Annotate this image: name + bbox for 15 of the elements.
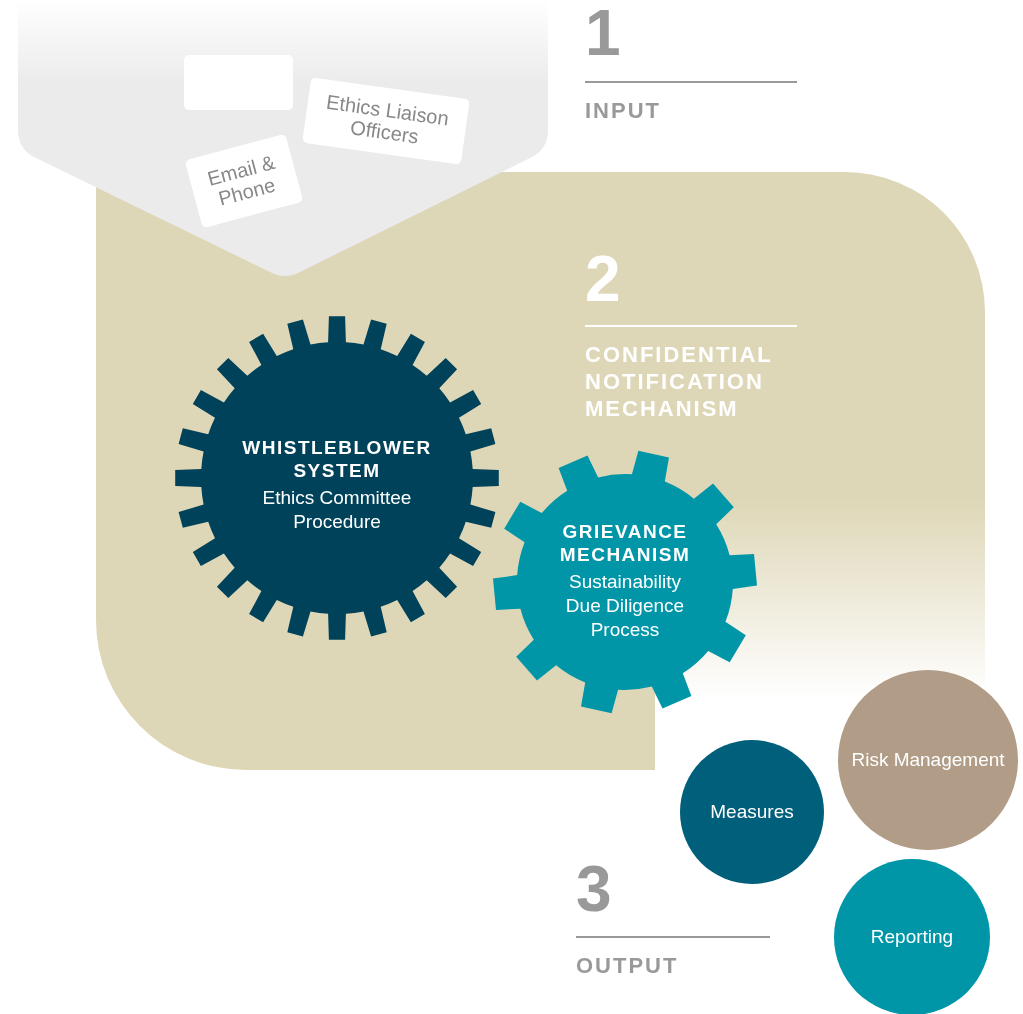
section-number: 1 bbox=[585, 2, 621, 64]
gear bbox=[493, 450, 757, 714]
section-heading: OUTPUT bbox=[576, 952, 680, 979]
output-circle: Measures bbox=[680, 740, 824, 884]
gear-description: Ethics Committee Procedure bbox=[262, 486, 412, 534]
section-heading: INPUT bbox=[585, 97, 662, 124]
section-number: 2 bbox=[585, 248, 621, 310]
gear-title: GRIEVANCE MECHANISM bbox=[558, 520, 692, 566]
section-heading: CONFIDENTIAL NOTIFICATION MECHANISM bbox=[585, 341, 774, 422]
output-circle: Reporting bbox=[834, 859, 990, 1014]
gear-description: Sustainability Due Diligence Process bbox=[564, 570, 686, 642]
output-circle: Risk Management bbox=[838, 670, 1018, 850]
gear-title: WHISTLEBLOWER SYSTEM bbox=[241, 436, 433, 482]
gear bbox=[175, 316, 499, 640]
section-number: 3 bbox=[576, 858, 612, 920]
